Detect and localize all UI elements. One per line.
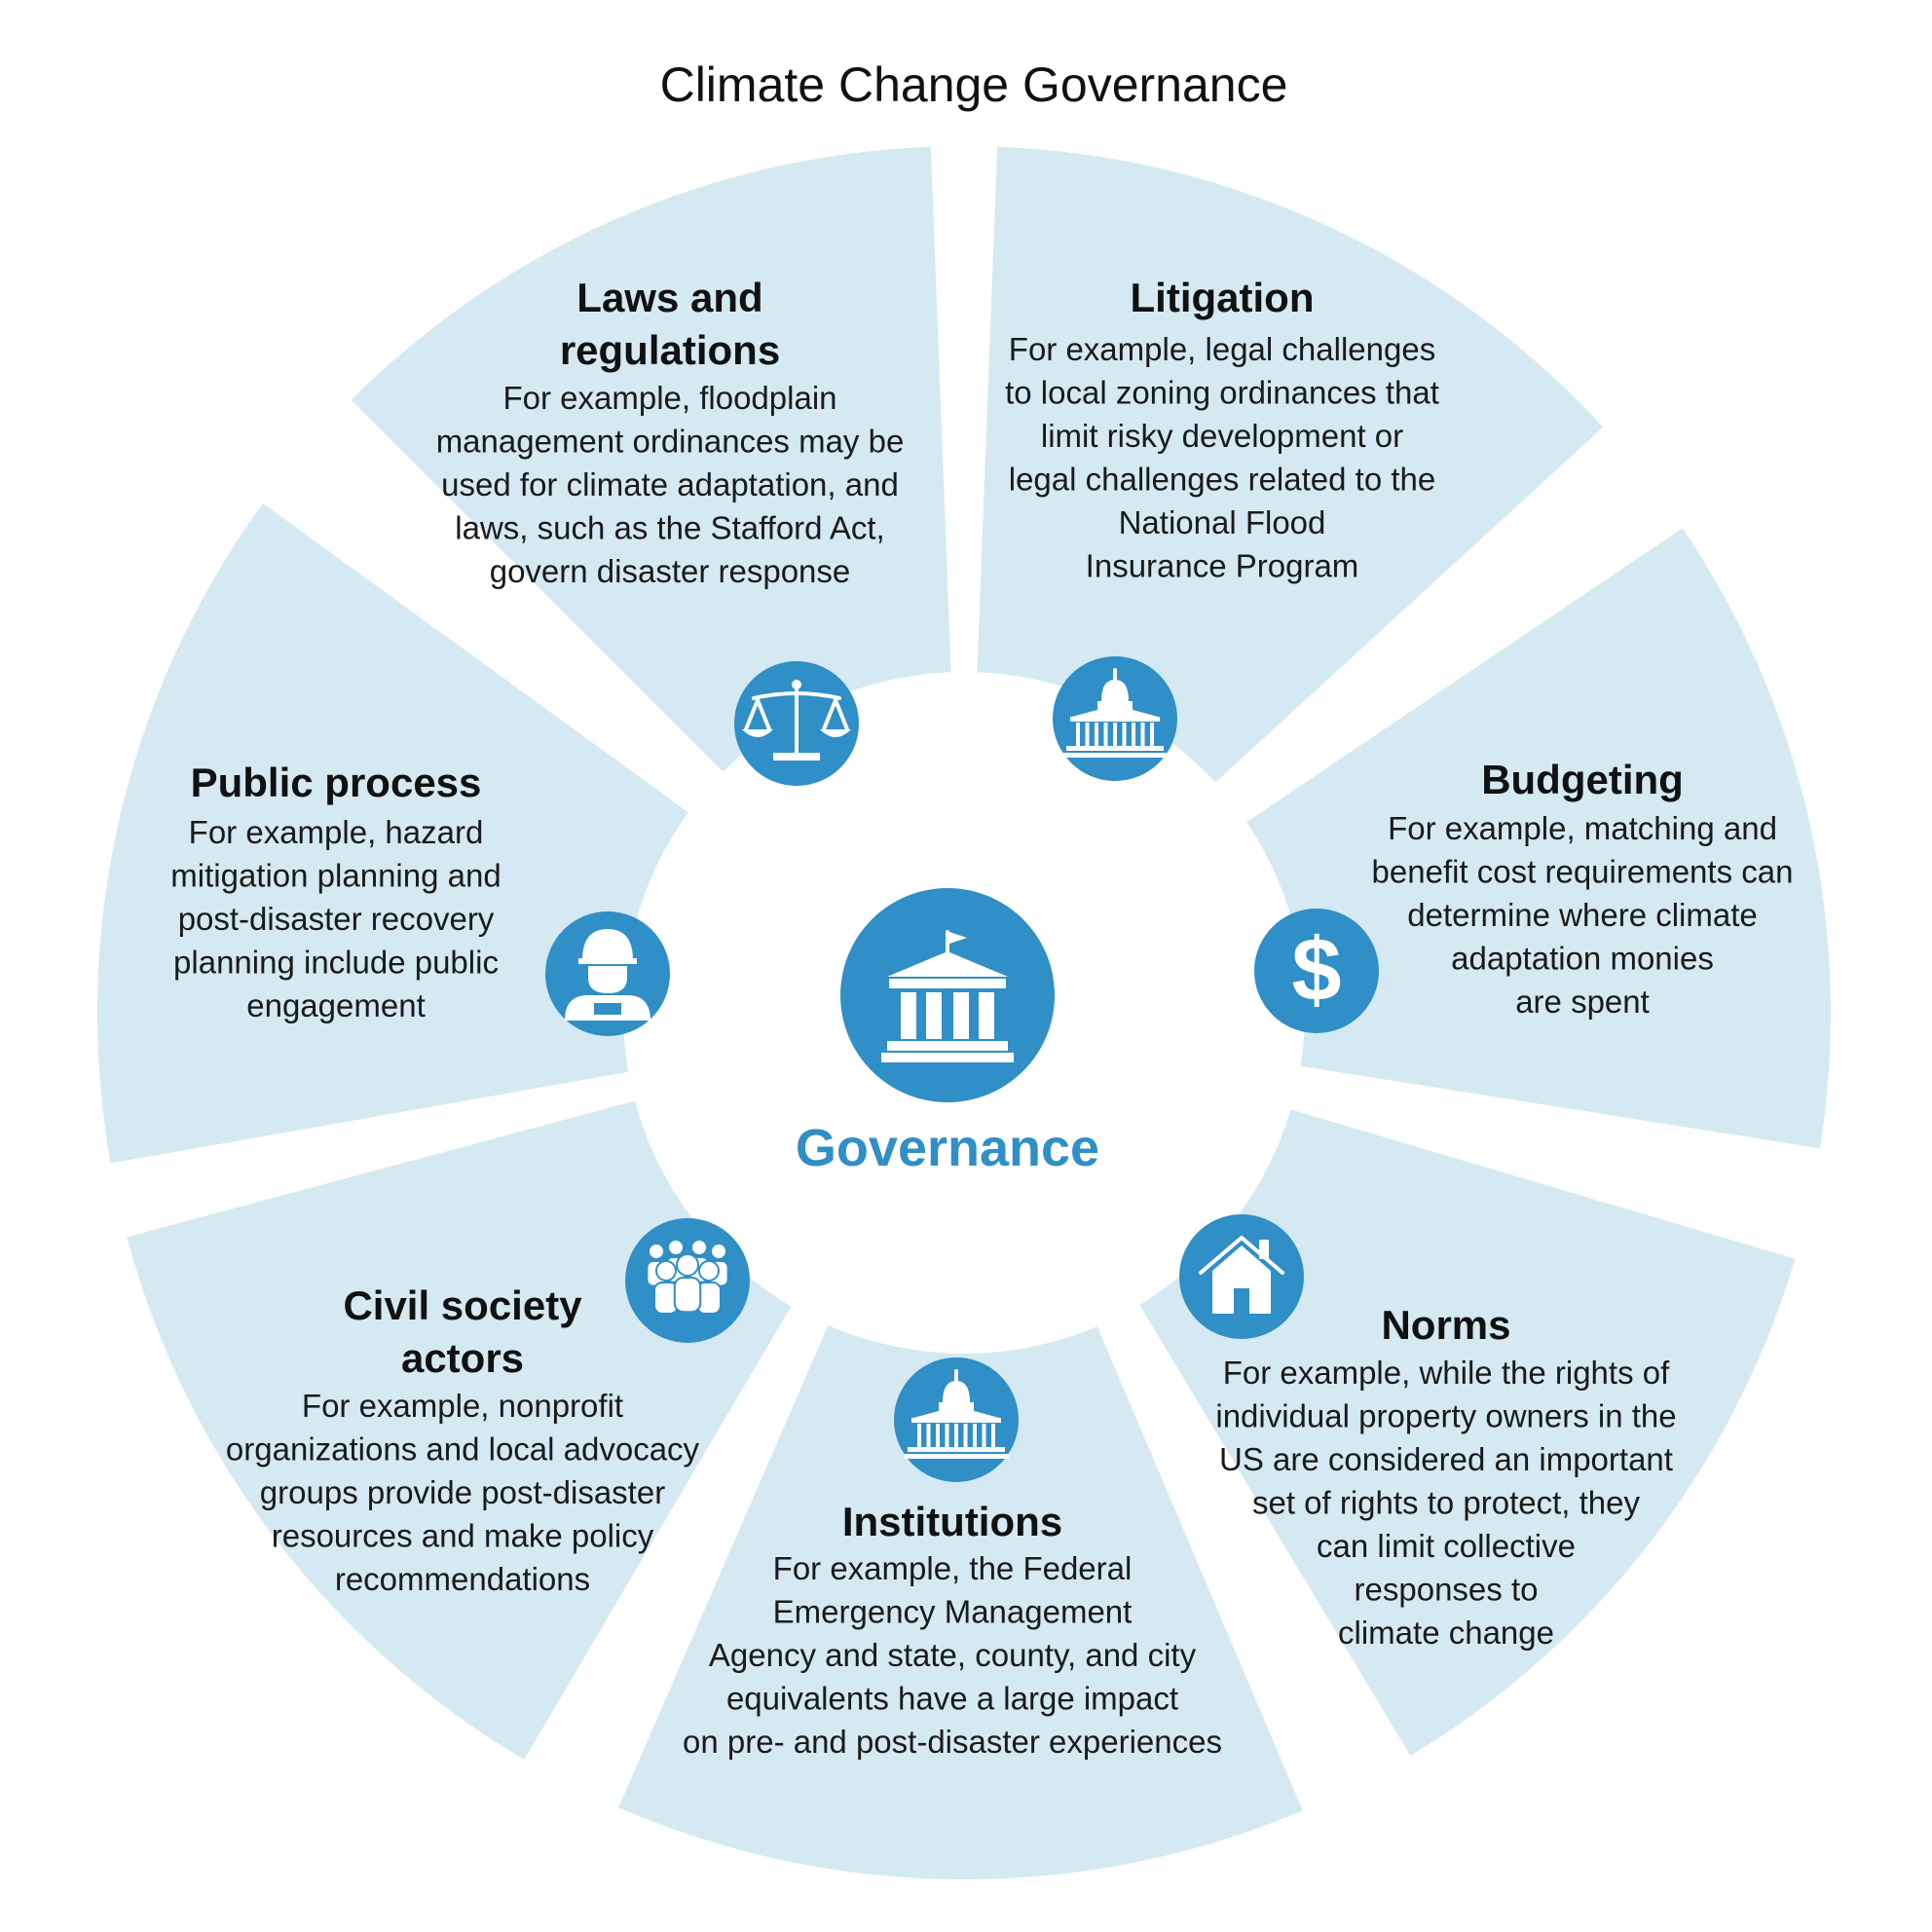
segment-litigation-description: For example, legal challenges — [1009, 331, 1435, 367]
segment-civil-description: resources and make policy — [272, 1518, 654, 1554]
segment-civil-title: Civil society — [343, 1282, 582, 1328]
segment-budgeting-title: Budgeting — [1481, 757, 1684, 802]
segment-institutions-shape — [618, 1324, 1303, 1880]
segment-budgeting-shape — [1246, 528, 1831, 1149]
segment-norms-description: climate change — [1338, 1615, 1554, 1651]
segment-institutions-description: Emergency Management — [773, 1594, 1133, 1630]
segment-institutions-description: Agency and state, county, and city — [709, 1637, 1197, 1673]
segment-norms-title: Norms — [1381, 1302, 1510, 1348]
crowd-icon — [625, 1218, 750, 1343]
segment-civil-description: organizations and local advocacy — [226, 1431, 700, 1468]
segment-public-description: For example, hazard — [189, 814, 484, 850]
segment-institutions-description: equivalents have a large impact — [726, 1681, 1178, 1717]
center-circle — [840, 888, 1055, 1102]
segment-budgeting-description: For example, matching and — [1388, 810, 1777, 846]
segment-laws-title: Laws and — [576, 275, 762, 320]
segment-norms-description: set of rights to protect, they — [1252, 1485, 1641, 1521]
segment-budgeting-description: adaptation monies — [1451, 941, 1714, 977]
segment-budgeting-description: benefit cost requirements can — [1372, 854, 1794, 890]
center-hub: Governance — [796, 888, 1099, 1177]
capitol-icon — [1053, 656, 1177, 781]
segment-litigation-description: National Flood — [1119, 504, 1326, 540]
segment-litigation-description: to local zoning ordinances that — [1005, 375, 1439, 411]
segment-laws-shape — [351, 146, 951, 772]
segment-norms-description: US are considered an important — [1219, 1441, 1673, 1477]
segment-civil-shape — [127, 1100, 792, 1760]
segment-public-description: planning include public — [173, 945, 499, 981]
segment-civil-description: For example, nonprofit — [302, 1388, 623, 1424]
capitol-icon — [894, 1357, 1019, 1482]
segment-laws-title: regulations — [560, 327, 780, 373]
house-icon — [1179, 1214, 1304, 1339]
segment-public-description: engagement — [246, 987, 425, 1023]
segment-litigation-shape — [977, 146, 1604, 783]
segment-norms-description: For example, while the rights of — [1223, 1355, 1670, 1391]
segment-norms-description: can limit collective — [1317, 1528, 1576, 1564]
segment-institutions-title: Institutions — [842, 1499, 1062, 1544]
segment-public-title: Public process — [191, 760, 482, 805]
scales-icon — [734, 661, 859, 786]
svg-text:$: $ — [1291, 920, 1341, 1020]
segment-litigation-title: Litigation — [1131, 275, 1315, 320]
segment-laws-description: govern disaster response — [490, 553, 851, 589]
segment-norms-description: individual property owners in the — [1215, 1398, 1676, 1434]
segment-institutions-description: For example, the Federal — [773, 1550, 1133, 1586]
segment-litigation-description: Insurance Program — [1086, 548, 1359, 584]
segment-litigation-description: limit risky development or — [1041, 418, 1403, 454]
segment-laws-description: For example, floodplain — [502, 380, 836, 416]
segment-public-description: mitigation planning and — [170, 858, 501, 894]
segment-public-shape — [97, 502, 688, 1164]
segment-laws-description: used for climate adaptation, and — [441, 466, 899, 502]
diagram-title: Climate Change Governance — [660, 57, 1288, 112]
segment-institutions-description: on pre- and post-disaster experiences — [683, 1724, 1222, 1760]
segment-budgeting-description: are spent — [1515, 984, 1650, 1020]
government-building-icon — [881, 930, 1014, 1062]
segment-budgeting-description: determine where climate — [1407, 897, 1758, 933]
segment-civil-description: recommendations — [335, 1561, 590, 1597]
worker-icon — [545, 911, 670, 1036]
segment-laws-description: management ordinances may be — [436, 424, 905, 460]
segment-civil-title: actors — [401, 1335, 524, 1381]
segment-laws-description: laws, such as the Stafford Act, — [455, 510, 884, 546]
segment-public-description: post-disaster recovery — [178, 901, 495, 937]
dollar-icon: $ — [1254, 909, 1379, 1033]
segment-civil-description: groups provide post-disaster — [260, 1474, 665, 1510]
segment-norms-description: responses to — [1355, 1572, 1539, 1608]
segment-litigation-description: legal challenges related to the — [1009, 462, 1435, 498]
center-label: Governance — [796, 1119, 1099, 1177]
